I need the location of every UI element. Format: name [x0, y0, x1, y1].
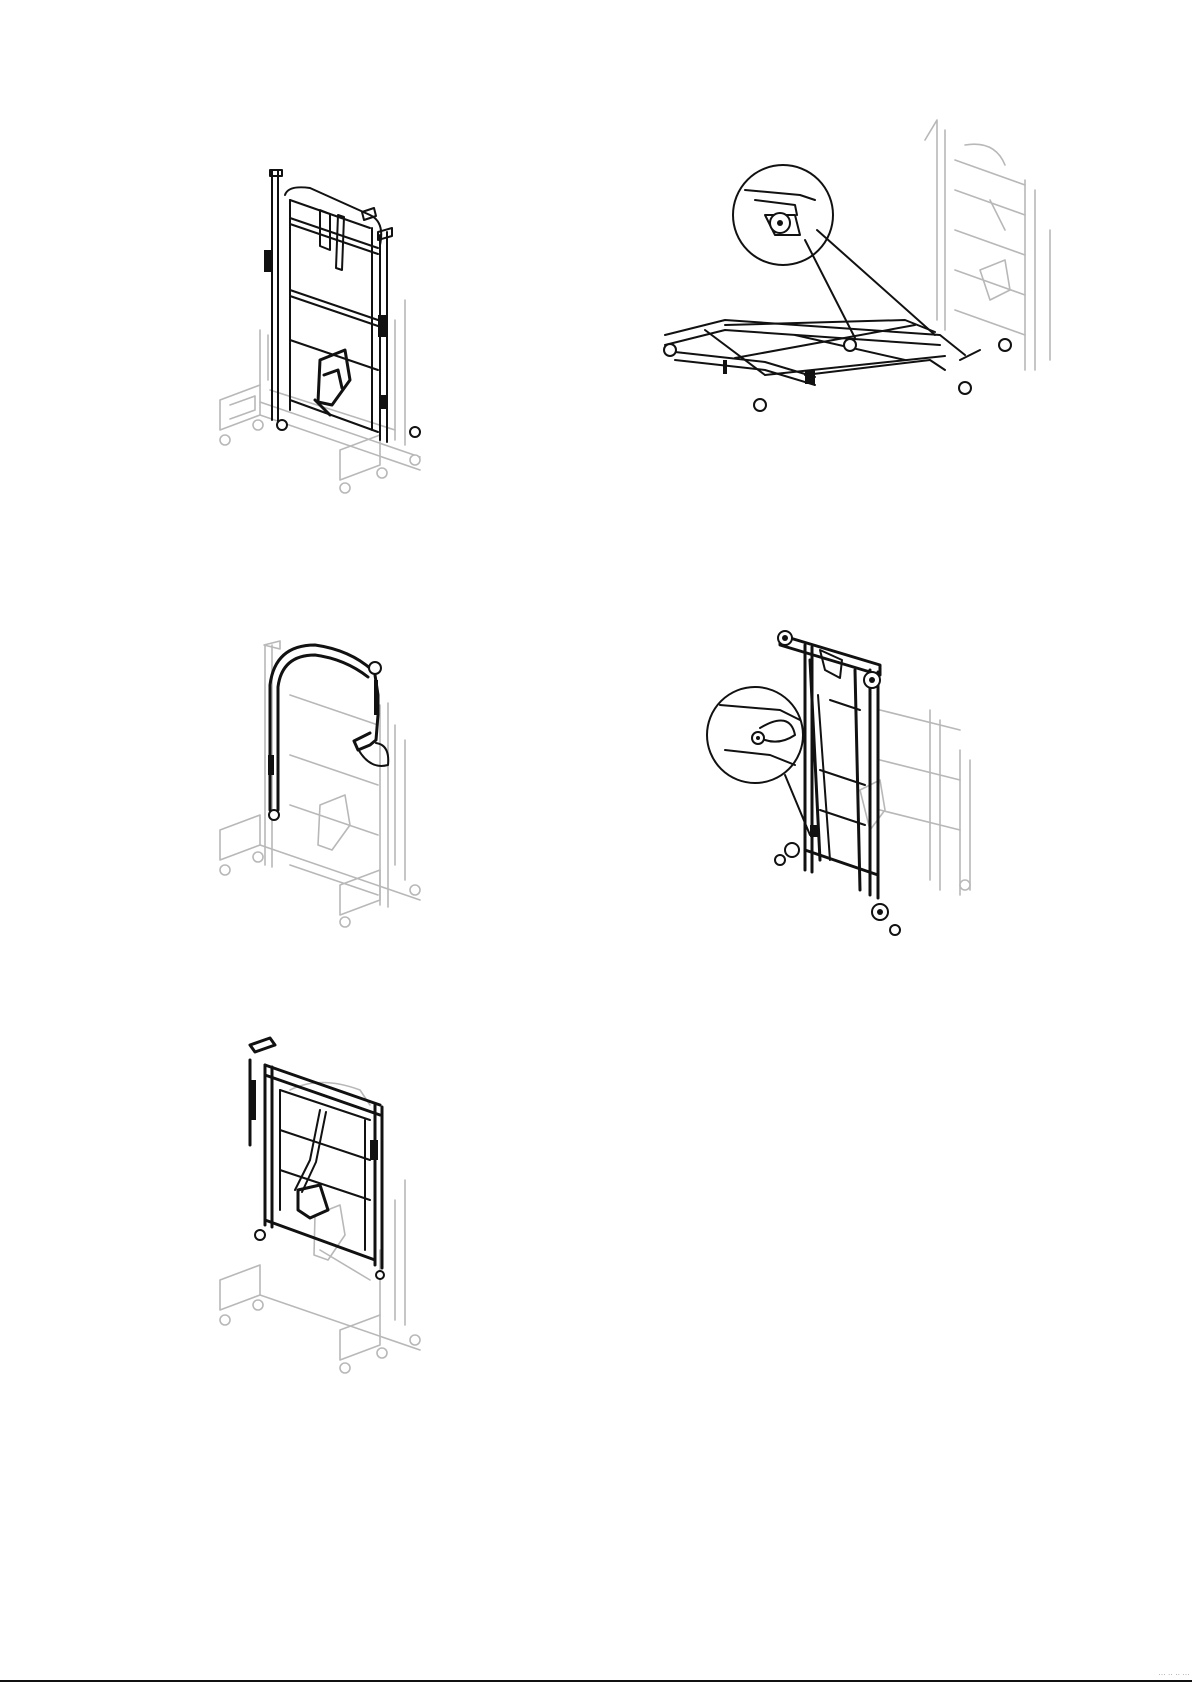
figure-folded-bed-frame [220, 170, 460, 530]
footer-rule [0, 1680, 1192, 1682]
figure-folded-bed-locking-pin [760, 650, 1060, 1010]
figure-bed-lifting-pole [220, 645, 460, 1000]
figure-bed-base-castor-detail [705, 120, 1085, 450]
bed-with-lifting-pole-and-handle-icon [220, 645, 460, 1000]
figure-folded-bed-strap [220, 1050, 460, 1410]
folded-bed-frame-with-strap-icon [220, 1050, 460, 1410]
folded-bed-with-locking-pin-detail-icon [760, 650, 1060, 1010]
folded-bed-frame-with-backrest-icon [220, 170, 460, 530]
footer-code: ··· ·· ·· ··· [1159, 1672, 1190, 1678]
bed-base-unfolded-with-castor-detail-icon [705, 120, 1085, 450]
